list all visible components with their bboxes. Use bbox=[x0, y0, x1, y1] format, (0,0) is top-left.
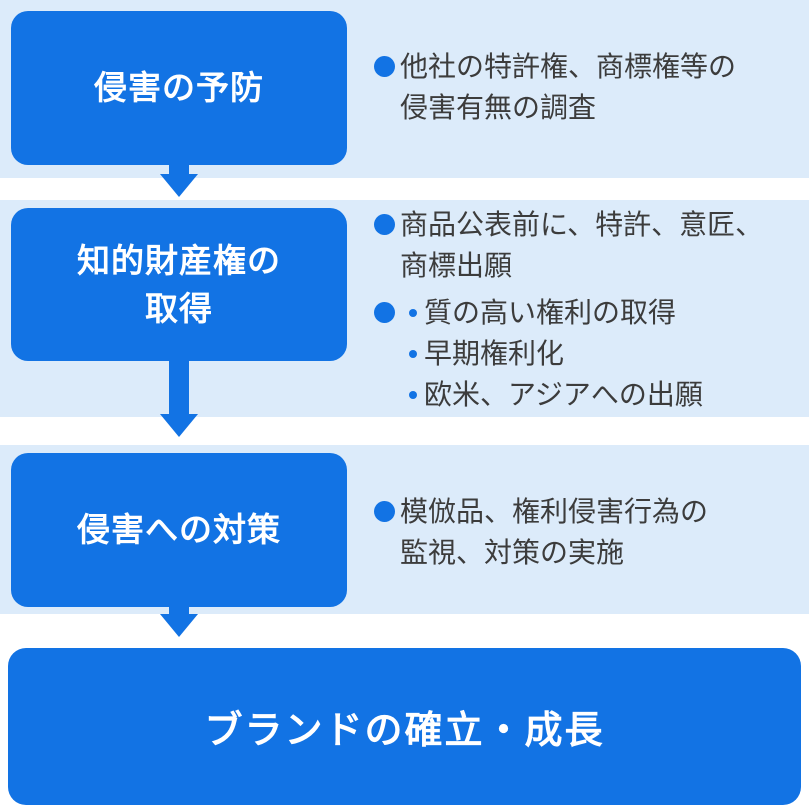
note-item: 他社の特許権、商標権等の 侵害有無の調査 bbox=[374, 46, 804, 128]
bullet-icon bbox=[374, 302, 395, 323]
sub-note-line: 質の高い権利の取得 bbox=[400, 292, 804, 333]
step-box-prevention: 侵害の予防 bbox=[11, 11, 347, 165]
sub-note-line: 早期権利化 bbox=[400, 333, 804, 374]
sub-note-line: 欧米、アジアへの出願 bbox=[400, 374, 804, 415]
note-line: 商標出願 bbox=[400, 250, 513, 281]
sub-bullet-icon bbox=[409, 308, 417, 317]
step-title: 侵害の予防 bbox=[94, 69, 264, 107]
step-notes-countermeasure: 模倣品、権利侵害行為の 監視、対策の実施 bbox=[374, 491, 804, 573]
note-lines: 商品公表前に、特許、意匠、 商標出願 bbox=[400, 204, 804, 286]
final-step-title: ブランドの確立・成長 bbox=[204, 710, 605, 752]
bullet-icon bbox=[374, 214, 395, 235]
note-item: 商品公表前に、特許、意匠、 商標出願 bbox=[374, 204, 804, 286]
arrow-stem bbox=[169, 163, 189, 176]
step-box-countermeasure: 侵害への対策 bbox=[11, 453, 347, 607]
note-line: 侵害有無の調査 bbox=[400, 92, 597, 123]
step-notes-prevention: 他社の特許権、商標権等の 侵害有無の調査 bbox=[374, 46, 804, 128]
note-line: 商品公表前に、特許、意匠、 bbox=[400, 209, 764, 240]
note-lines: 模倣品、権利侵害行為の 監視、対策の実施 bbox=[400, 491, 804, 573]
sub-bullet-icon bbox=[409, 349, 417, 358]
note-lines: 質の高い権利の取得 早期権利化 欧米、アジアへの出願 bbox=[400, 292, 804, 415]
arrow-head bbox=[160, 414, 198, 437]
arrow-stem bbox=[169, 359, 189, 416]
bullet-icon bbox=[374, 501, 395, 522]
sub-note-text: 欧米、アジアへの出願 bbox=[424, 379, 703, 410]
note-item: 模倣品、権利侵害行為の 監視、対策の実施 bbox=[374, 491, 804, 573]
step-box-acquisition: 知的財産権の 取得 bbox=[11, 208, 347, 361]
sub-note-text: 早期権利化 bbox=[424, 338, 565, 369]
sub-note-text: 質の高い権利の取得 bbox=[424, 297, 677, 328]
bullet-icon bbox=[374, 56, 395, 77]
arrow-head bbox=[160, 174, 198, 197]
note-lines: 他社の特許権、商標権等の 侵害有無の調査 bbox=[400, 46, 804, 128]
arrow-stem bbox=[169, 605, 189, 616]
note-line: 監視、対策の実施 bbox=[400, 537, 625, 568]
sub-bullet-icon bbox=[409, 390, 417, 399]
note-line: 模倣品、権利侵害行為の bbox=[400, 496, 709, 527]
step-notes-acquisition: 商品公表前に、特許、意匠、 商標出願 質の高い権利の取得 早期権利化 欧米、アジ… bbox=[374, 204, 804, 415]
note-item: 質の高い権利の取得 早期権利化 欧米、アジアへの出願 bbox=[374, 292, 804, 415]
final-step-box-brand-growth: ブランドの確立・成長 bbox=[8, 648, 801, 805]
arrow-head bbox=[160, 614, 198, 637]
note-line: 他社の特許権、商標権等の bbox=[400, 51, 737, 82]
step-title: 取得 bbox=[145, 289, 213, 327]
step-title: 知的財産権の bbox=[77, 241, 281, 279]
step-title: 侵害への対策 bbox=[77, 511, 281, 549]
